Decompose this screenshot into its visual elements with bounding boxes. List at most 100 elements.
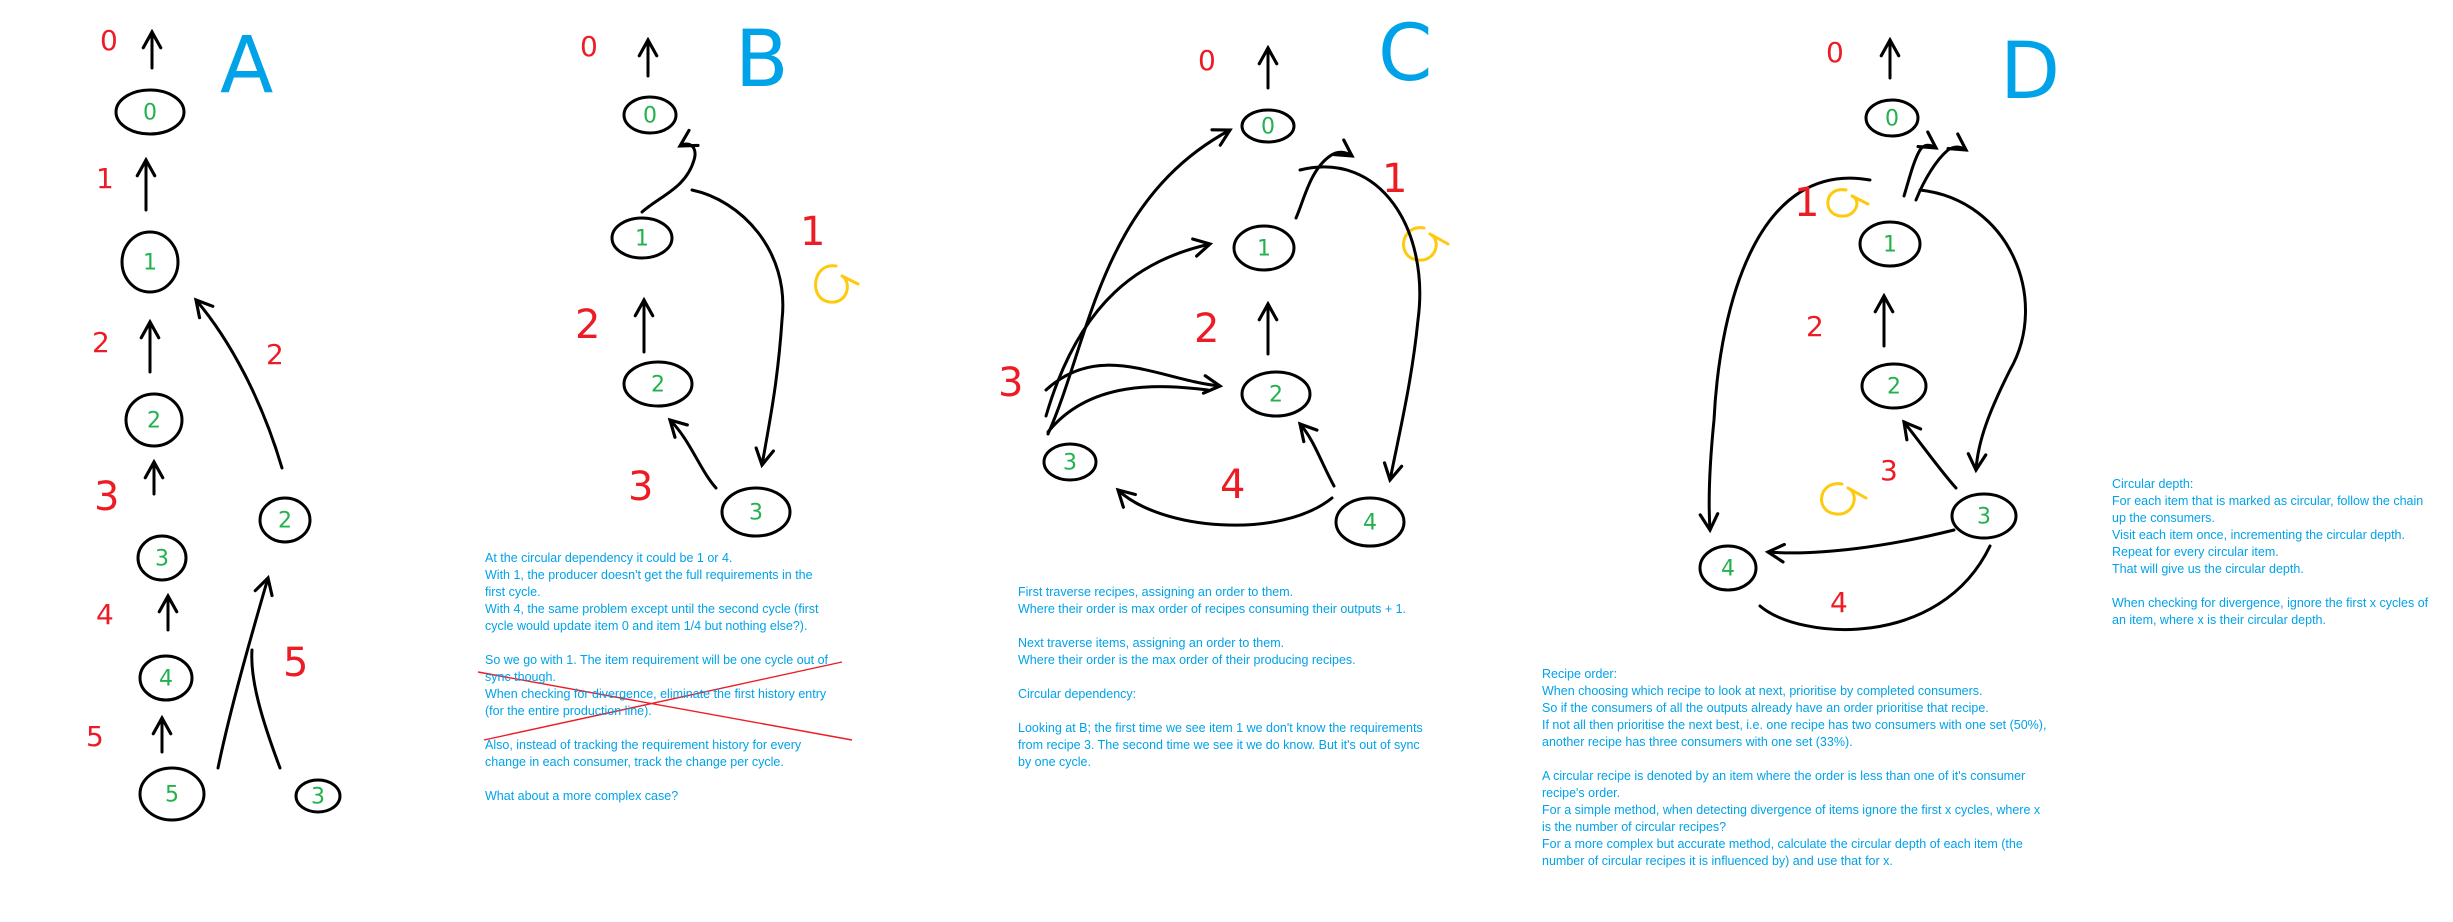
strike-line [483, 661, 843, 741]
edge-arrow [640, 128, 700, 214]
note-line: Next traverse items, assigning an order … [1018, 636, 1285, 650]
panel-d: D 0 0 1 1 2 2 3 3 4 4 [1698, 27, 2060, 631]
item-node-label: 3 [1063, 451, 1077, 476]
order-number: 3 [94, 474, 119, 520]
item-node [1858, 220, 1922, 268]
order-number: 2 [266, 338, 284, 371]
note-line: So we go with 1. The item requirement wi… [485, 653, 828, 667]
item-node-label: 3 [155, 547, 169, 572]
note-line: Circular depth: [2112, 477, 2194, 491]
item-node-label: 0 [643, 104, 657, 129]
note-line: Looking at B; the first time we see item… [1018, 721, 1423, 735]
item-node-label: 3 [311, 785, 325, 810]
note-line: For a simple method, when detecting dive… [1542, 803, 2041, 817]
item-node-label: 2 [278, 509, 292, 534]
item-node-label: 2 [1269, 383, 1283, 408]
item-node-label: 4 [159, 667, 173, 692]
item-node-label: 0 [1261, 115, 1275, 140]
order-number: 4 [96, 598, 114, 631]
note-line: Visit each item once, incrementing the c… [2112, 528, 2405, 542]
item-node-label: 1 [1257, 237, 1271, 262]
circular-edge-arrow [1918, 188, 2027, 474]
note-panel-d: Recipe order:When choosing which recipe … [1542, 666, 2046, 870]
note-panel-b: At the circular dependency it could be 1… [485, 550, 828, 805]
note-line: First traverse recipes, assigning an ord… [1018, 585, 1294, 599]
item-node-label: 1 [635, 227, 649, 252]
note-line: from recipe 3. The second time we see it… [1018, 738, 1420, 752]
panel-c: C 0 0 3 1 1 2 2 3 4 4 [998, 9, 1450, 548]
cycle-marker-icon [814, 264, 860, 304]
note-gap [485, 720, 828, 737]
item-node [1240, 370, 1312, 418]
item-node [294, 778, 342, 814]
order-number: 0 [100, 24, 118, 57]
edge-arrow [1914, 132, 1969, 202]
note-line: So if the consumers of all the outputs a… [1542, 701, 1989, 715]
note-line: up the consumers. [2112, 511, 2215, 525]
note-gap [2112, 578, 2428, 595]
note-line: A circular recipe is denoted by an item … [1542, 769, 2026, 783]
circular-edge-arrow [1698, 176, 1872, 534]
note-line: sync though. [485, 670, 556, 684]
order-number: 2 [1806, 310, 1824, 343]
edge-arrow [1902, 130, 1939, 198]
note-gap [1018, 669, 1423, 686]
note-line: first cycle. [485, 585, 541, 599]
item-node [622, 95, 678, 135]
note-line: Circular dependency: [1018, 687, 1137, 701]
edge-arrow [1901, 419, 1958, 490]
item-node [610, 216, 674, 260]
note-line: If not all then prioritise the next best… [1542, 718, 2047, 732]
panel-a-letter: A [220, 21, 273, 111]
note-line: That will give us the circular depth. [2112, 562, 2304, 576]
item-node-label: 4 [1363, 511, 1377, 536]
edge-arrow [1764, 528, 1956, 564]
note-line: change in each consumer, track the chang… [485, 755, 784, 769]
item-node-label: 1 [1883, 233, 1897, 258]
note-line: number of circular recipes it is influen… [1542, 854, 1893, 868]
item-node [138, 654, 194, 702]
note-line: With 4, the same problem except until th… [485, 602, 819, 616]
item-node [1334, 496, 1406, 548]
item-node-label: 1 [143, 251, 157, 276]
edge-arrow [1046, 128, 1233, 436]
note-line: At the circular dependency it could be 1… [485, 551, 733, 565]
note-line: by one cycle. [1018, 755, 1091, 769]
note-line: Where their order is max order of recipe… [1018, 602, 1407, 616]
note-panel-c: First traverse recipes, assigning an ord… [1018, 584, 1423, 771]
note-gap [485, 771, 828, 788]
item-node [1698, 544, 1758, 592]
note-line: (for the entire production line). [485, 704, 652, 718]
cycle-marker-icon [1826, 188, 1870, 218]
edge-line [1758, 544, 1992, 631]
item-node [258, 496, 312, 544]
item-node-label: 3 [1977, 505, 1991, 530]
note-line: Where their order is the max order of th… [1018, 653, 1356, 667]
item-node-label: 3 [749, 501, 763, 526]
note-line: With 1, the producer doesn't get the ful… [485, 568, 813, 582]
edge-arrow [1044, 363, 1224, 395]
circular-edge-arrow [690, 188, 785, 469]
panel-b: B 0 0 1 1 2 2 3 3 [477, 15, 860, 741]
note-circular-depth: Circular depth:For each item that is mar… [2112, 476, 2428, 629]
note-gap [1018, 703, 1423, 720]
note-line: When checking for divergence, ignore the… [2112, 596, 2429, 610]
note-line: When choosing which recipe to look at ne… [1542, 684, 1983, 698]
note-line: Also, instead of tracking the requiremen… [485, 738, 802, 752]
edge-arrow [667, 417, 718, 490]
note-line: What about a more complex case? [485, 789, 679, 803]
panel-a: A 0 0 1 1 2 2 3 3 4 4 5 5 2 2 5 [86, 21, 342, 822]
item-node-label: 4 [1721, 557, 1735, 582]
note-gap [485, 635, 828, 652]
edge-arrow [216, 574, 274, 770]
note-gap [1018, 618, 1423, 635]
order-number: 5 [283, 640, 308, 686]
note-line: When checking for divergence, eliminate … [485, 687, 827, 701]
order-number: 0 [580, 30, 598, 63]
strike-line [477, 671, 853, 741]
order-number: 2 [1194, 306, 1219, 352]
item-node-label: 2 [651, 373, 665, 398]
item-node-label: 5 [165, 783, 179, 808]
item-node [1042, 442, 1098, 482]
item-node [1240, 108, 1296, 144]
